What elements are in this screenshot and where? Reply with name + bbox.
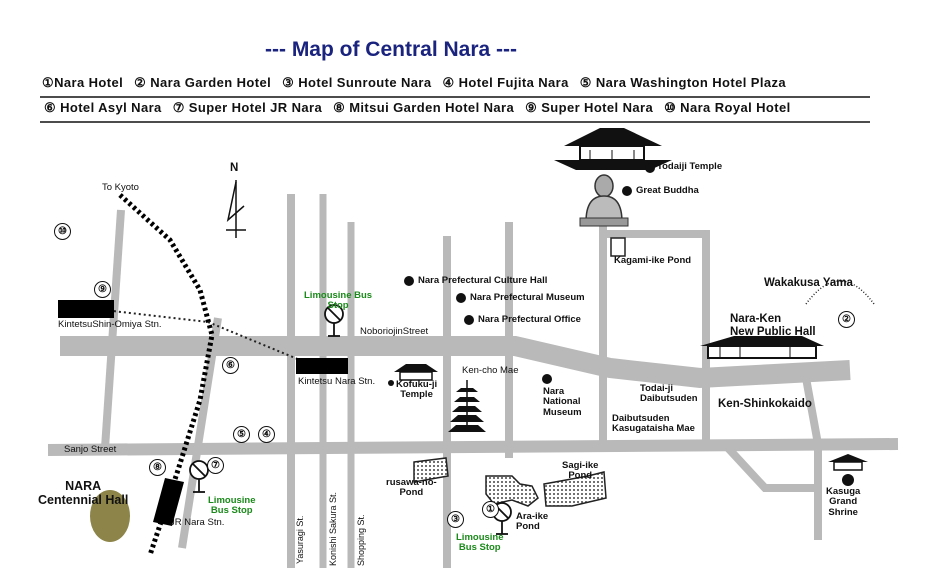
kintetsu-shin-omiya-label: KintetsuShin-Omiya Stn. — [58, 319, 162, 330]
ara-ike-label: Ara-ike Pond — [516, 511, 549, 533]
culture-hall-dot — [404, 276, 414, 286]
todaiji-building — [554, 128, 672, 170]
marker-hotel-7: ⑦ — [207, 457, 224, 474]
bus-stop-icon-1 — [324, 304, 344, 337]
todaiji-dot — [645, 163, 655, 173]
kagami-ike-label: Kagami-ike Pond — [614, 255, 692, 266]
new-public-hall-building — [700, 336, 824, 359]
great-buddha-figure — [579, 174, 629, 227]
legend-item-2: ② Nara Garden Hotel — [134, 75, 272, 90]
sanjo-street-label: Sanjo Street — [64, 444, 117, 455]
road-jr-v — [178, 317, 222, 549]
jr-nara-station — [153, 478, 184, 526]
noboriojin-street-label: NoboriojinStreet — [360, 326, 429, 337]
road-east-loop — [603, 230, 710, 444]
ara-ike-pond — [485, 475, 539, 507]
furusawa-pond — [413, 457, 449, 483]
kofukuji-building — [394, 364, 438, 381]
bus-stop-icon-2 — [189, 460, 209, 493]
national-museum-label: Nara National Museum — [543, 386, 582, 418]
centennial-hall-label: NARA Centennial Hall — [38, 479, 129, 507]
marker-hotel-6: ⑥ — [222, 357, 239, 374]
great-buddha-label: Great Buddha — [636, 185, 699, 196]
kencho-mae-label: Ken-cho Mae — [462, 365, 519, 376]
great-buddha-dot — [622, 186, 632, 196]
kofukuji-label: Kofuku-ji Temple — [396, 379, 438, 401]
new-public-hall-label: Nara-Ken New Public Hall — [730, 313, 816, 338]
marker-hotel-10: ⑩ — [54, 223, 71, 240]
ponds — [413, 237, 626, 507]
kintetsu-nara-station — [296, 358, 348, 374]
jr-nara-label: JR Nara Stn. — [170, 517, 225, 528]
sagi-ike-pond — [543, 471, 607, 507]
pref-office-label: Nara Prefectural Office — [478, 314, 581, 325]
konishi-street-label: Konishi Sakura St. — [328, 491, 338, 566]
limousine-stop-2-label: Limousine Bus Stop — [208, 495, 256, 517]
daibutsuden-kasuga-label: Daibutsuden Kasugataisha Mae — [612, 413, 695, 435]
marker-hotel-1: ① — [482, 501, 499, 518]
road-network — [47, 194, 899, 568]
jr-railway — [118, 193, 215, 556]
limousine-stop-1-label: Limousine Bus Stop — [304, 290, 373, 312]
legend-item-6: ⑥ Hotel Asyl Nara — [44, 100, 162, 115]
ken-shinkokaido-label: Ken-Shinkokaido — [718, 398, 812, 410]
noboriojin-road — [60, 336, 851, 389]
legend-item-3: ③ Hotel Sunroute Nara — [282, 75, 432, 90]
limousine-stop-3-label: Limousine Bus Stop — [456, 532, 504, 554]
legend-item-10: ⑩ Nara Royal Hotel — [664, 100, 791, 115]
road-kasuga — [802, 377, 822, 540]
to-kyoto-label: To Kyoto — [102, 182, 139, 193]
pref-museum-dot — [456, 293, 466, 303]
marker-hotel-9: ⑨ — [94, 281, 111, 298]
kasuga-shrine-label: Kasuga Grand Shrine — [826, 486, 861, 518]
map-title: --- Map of Central Nara --- — [265, 38, 517, 61]
kintetsu-walkway — [103, 309, 301, 361]
marker-hotel-4: ④ — [258, 426, 275, 443]
legend-row-1: ①Nara Hotel ② Nara Garden Hotel ③ Hotel … — [42, 75, 793, 91]
legend-item-8: ⑧ Mitsui Garden Hotel Nara — [333, 100, 515, 115]
sanjo-road — [47, 438, 899, 456]
legend-item-4: ④ Hotel Fujita Nara — [442, 75, 569, 90]
kasuga-shrine-building — [828, 454, 868, 486]
furusawa-label: rusawa-no- Pond — [386, 477, 437, 499]
national-museum-dot — [542, 374, 552, 384]
legend-item-5: ⑤ Nara Washington Hotel Plaza — [579, 75, 787, 90]
culture-hall-label: Nara Prefectural Culture Hall — [418, 275, 548, 286]
compass-icon — [226, 180, 246, 238]
kintetsu-nara-label: Kintetsu Nara Stn. — [298, 376, 376, 387]
marker-hotel-2: ② — [838, 311, 855, 328]
legend-item-1: ①Nara Hotel — [42, 75, 124, 90]
sagi-ike-label: Sagi-ike Pond — [562, 460, 599, 482]
wakakusa-mountain — [805, 280, 875, 305]
shopping-street-label: Shopping St. — [356, 514, 366, 566]
kofukuji-dot — [388, 380, 394, 386]
todaiji-label: Todaiji Temple — [657, 161, 723, 172]
road-kasuga-diag — [725, 445, 818, 492]
compass-north-label: N — [230, 162, 239, 174]
todaiji-daibutsuden-label: Todai-ji Daibutsuden — [640, 383, 698, 405]
marker-hotel-3: ③ — [447, 511, 464, 528]
pref-museum-label: Nara Prefectural Museum — [470, 292, 585, 303]
pref-office-dot — [464, 315, 474, 325]
marker-hotel-8: ⑧ — [149, 459, 166, 476]
road-west-v — [101, 209, 125, 449]
kintetsu-shin-omiya-station — [58, 300, 114, 318]
legend-item-7: ⑦ Super Hotel JR Nara — [172, 100, 323, 115]
legend-row-2: ⑥ Hotel Asyl Nara ⑦ Super Hotel JR Nara … — [44, 100, 798, 116]
marker-hotel-5: ⑤ — [233, 426, 250, 443]
wakakusa-label: Wakakusa Yama — [764, 277, 853, 289]
yasuragi-street-label: Yasuragi St. — [295, 515, 305, 564]
legend-item-9: ⑨ Super Hotel Nara — [525, 100, 654, 115]
pagoda-building — [448, 380, 486, 432]
kagami-ike-pond — [610, 237, 626, 257]
centennial-hall-shape — [90, 490, 130, 542]
